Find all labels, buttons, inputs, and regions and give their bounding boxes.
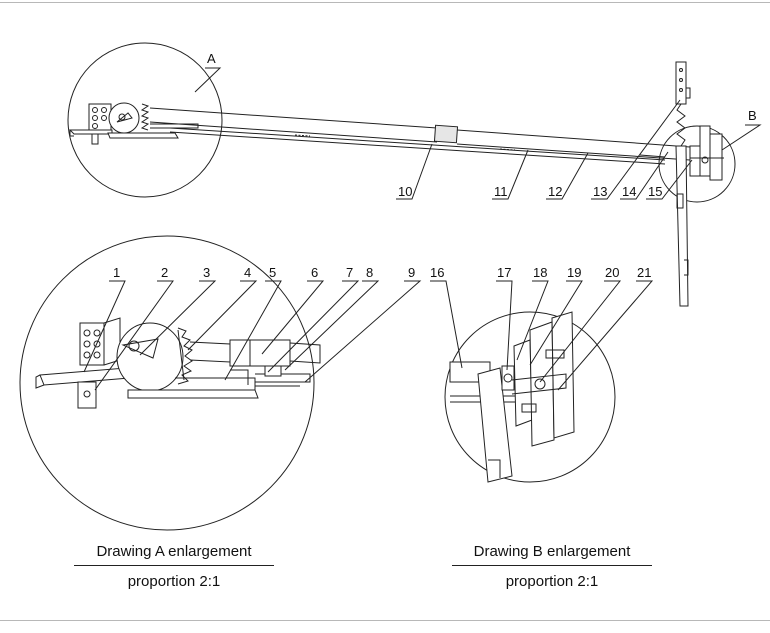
bottom-border [0,620,770,621]
caption-b-title: Drawing B enlargement [473,543,631,560]
caption-drawing-a: Drawing A enlargement proportion 2:1 [54,542,294,592]
callout-3: 3 [203,265,210,280]
callout-16: 16 [430,265,444,280]
enlargement-a [19,235,321,531]
callout-13: 13 [593,184,607,199]
callout-19: 19 [567,265,581,280]
caption-a-rule [74,565,274,566]
callout-labels: A B 10 11 12 13 14 15 1 2 3 4 5 6 7 8 9 … [113,51,757,280]
callout-17: 17 [497,265,511,280]
callout-a: A [207,51,216,66]
callout-21: 21 [637,265,651,280]
callout-1: 1 [113,265,120,280]
main-shaft-assembly [149,107,691,165]
callout-11: 11 [494,184,508,199]
detail-circle-a [67,42,223,198]
callout-18: 18 [533,265,547,280]
callout-14: 14 [622,184,636,199]
callout-9: 9 [408,265,415,280]
callout-10: 10 [398,184,412,199]
callout-b: B [748,108,757,123]
caption-drawing-b: Drawing B enlargement proportion 2:1 [432,542,672,592]
caption-a-title: Drawing A enlargement [96,543,252,560]
callout-4: 4 [244,265,251,280]
callout-2: 2 [161,265,168,280]
callout-8: 8 [366,265,373,280]
callout-6: 6 [311,265,318,280]
callout-12: 12 [548,184,562,199]
top-border [0,2,770,3]
enlargement-b [444,311,616,483]
caption-b-scale: proportion 2:1 [505,573,599,590]
leader-lines [83,67,762,391]
callout-7: 7 [346,265,353,280]
caption-a-scale: proportion 2:1 [127,573,221,590]
callout-20: 20 [605,265,619,280]
callout-5: 5 [269,265,276,280]
caption-b-rule [452,565,652,566]
detail-circle-b [658,61,736,307]
callout-15: 15 [648,184,662,199]
